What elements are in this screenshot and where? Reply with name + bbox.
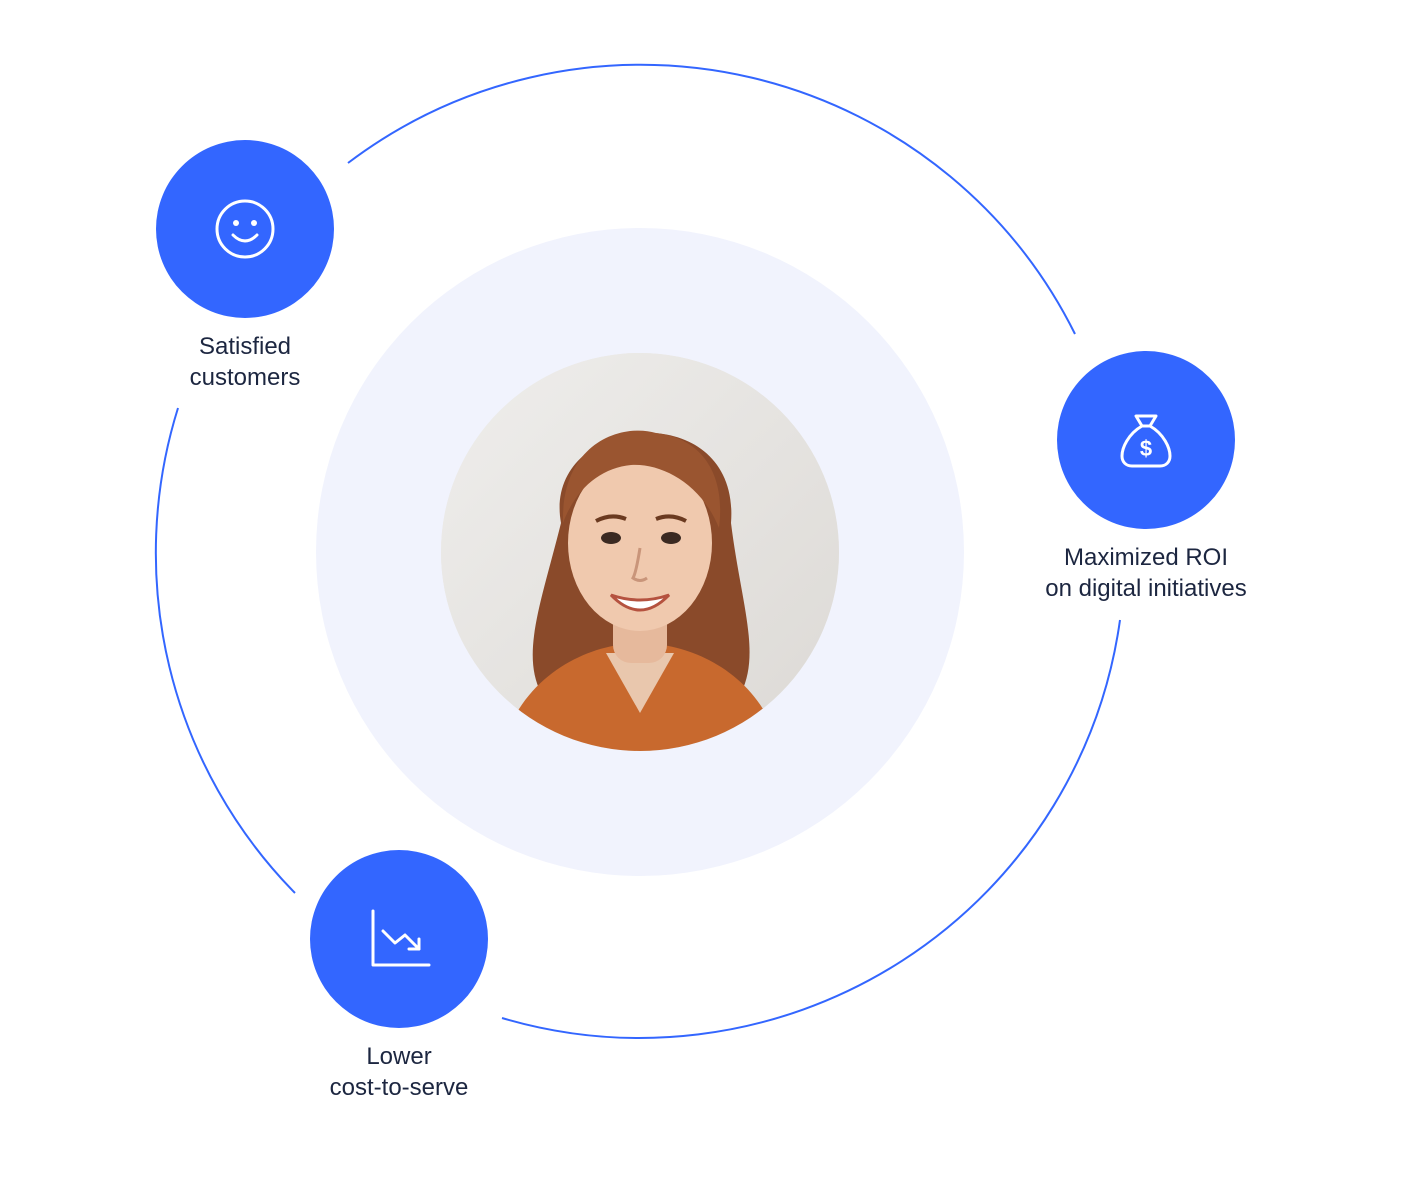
node-satisfied-customers	[156, 140, 334, 318]
label-lower-cost: Lower cost-to-serve	[279, 1041, 519, 1103]
label-satisfied-customers: Satisfied customers	[125, 331, 365, 393]
label-line-1: Satisfied	[198, 333, 292, 360]
label-line-2: on digital initiatives	[1045, 575, 1247, 602]
portrait-illustration	[441, 353, 839, 751]
label-line-1: Lower	[366, 1043, 432, 1070]
node-lower-cost	[310, 850, 488, 1028]
chart-trending-down-icon	[371, 909, 431, 967]
svg-text:$: $	[1140, 436, 1152, 461]
orbit-arc-left	[154, 407, 296, 894]
money-bag-icon: $	[1120, 414, 1172, 468]
label-maximized-roi: Maximized ROI on digital initiatives	[1006, 542, 1286, 604]
customer-portrait	[441, 353, 839, 751]
orbit-arc-top	[347, 63, 1076, 335]
node-maximized-roi: $	[1057, 351, 1235, 529]
orbit-arc-right	[501, 619, 1121, 1039]
label-line-2: cost-to-serve	[329, 1074, 469, 1101]
smiley-face-icon	[215, 199, 275, 259]
label-line-2: customers	[189, 364, 301, 391]
label-line-1: Maximized ROI	[1063, 544, 1229, 571]
